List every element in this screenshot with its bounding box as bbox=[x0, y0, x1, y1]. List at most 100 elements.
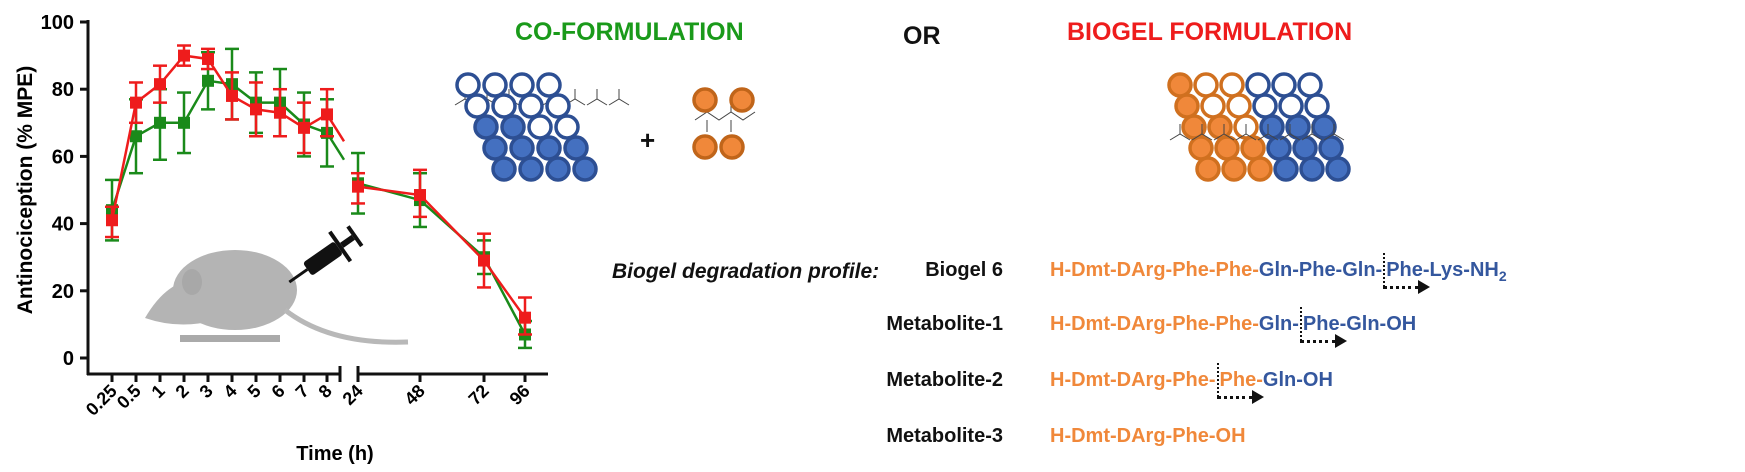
drug-unit bbox=[729, 87, 755, 113]
series-biogel bbox=[105, 44, 532, 336]
drug-unit bbox=[1221, 156, 1247, 182]
filled-monomer bbox=[509, 135, 535, 161]
row-label: Metabolite-2 bbox=[886, 369, 1003, 391]
filled-monomer bbox=[518, 156, 544, 182]
gel-unit bbox=[1252, 93, 1278, 119]
peptide-sequence: H-Dmt-DArg-Phe-Phe-Gln-OH bbox=[1050, 362, 1333, 404]
empty-monomer bbox=[509, 72, 535, 98]
data-point bbox=[352, 180, 364, 193]
y-tick-label: 0 bbox=[63, 348, 74, 370]
gel-unit bbox=[1266, 135, 1292, 161]
sequence-segment: H-Dmt-DArg-Phe-Phe- bbox=[1050, 313, 1259, 335]
gel-unit bbox=[1245, 72, 1271, 98]
linker-bond bbox=[1235, 124, 1257, 141]
data-point bbox=[154, 116, 166, 129]
empty-monomer bbox=[536, 72, 562, 98]
drug-unit bbox=[1240, 135, 1266, 161]
peptide-sequence: H-Dmt-DArg-Phe-OH bbox=[1050, 425, 1246, 448]
mouse-tail bbox=[283, 308, 409, 345]
x-axis-title: Time (h) bbox=[296, 443, 373, 465]
drug-unit bbox=[1207, 114, 1233, 140]
syringe-barrel bbox=[303, 242, 342, 275]
sequence-segment: Gln-OH bbox=[1262, 369, 1333, 391]
peptide-sequence: H-Dmt-DArg-Phe-Phe-Gln-Phe-Gln-OH bbox=[1050, 306, 1417, 348]
peptide-sequence: H-Dmt-DArg-Phe-Phe-Gln-Phe-Gln-Phe-Lys-N… bbox=[1050, 252, 1507, 294]
sequence-segment: Phe-Lys-NH bbox=[1386, 259, 1499, 281]
gel-unit bbox=[1299, 156, 1325, 182]
filled-monomer bbox=[536, 135, 562, 161]
sequence-segment: H-Dmt-DArg-Phe- bbox=[1050, 369, 1216, 391]
degradation-profile-label: Biogel degradation profile: bbox=[612, 260, 880, 283]
empty-monomer bbox=[464, 93, 490, 119]
mouse-illustration bbox=[145, 250, 409, 345]
data-point bbox=[130, 130, 142, 143]
y-tick-label: 80 bbox=[52, 79, 74, 101]
gel-unit bbox=[1292, 135, 1318, 161]
drug-unit bbox=[1214, 135, 1240, 161]
sequence-segment: Phe- bbox=[1219, 369, 1263, 391]
gel-unit bbox=[1271, 72, 1297, 98]
co-formulation-title: CO-FORMULATION bbox=[515, 18, 744, 46]
sequence-segment: H-Dmt-DArg-Phe-Phe- bbox=[1050, 259, 1259, 281]
mouse-ear bbox=[182, 269, 202, 295]
filled-monomer bbox=[563, 135, 589, 161]
linker-bond bbox=[1257, 124, 1279, 141]
linker-bond bbox=[1279, 124, 1301, 141]
data-point bbox=[154, 78, 166, 91]
data-point bbox=[178, 49, 190, 62]
empty-monomer bbox=[455, 72, 481, 98]
data-point bbox=[274, 106, 286, 119]
gel-unit bbox=[1297, 72, 1323, 98]
data-point bbox=[202, 52, 214, 65]
gel-unit bbox=[1259, 114, 1285, 140]
drug-unit bbox=[1167, 72, 1193, 98]
linker-bond bbox=[1301, 124, 1323, 141]
co-formulation-cluster bbox=[454, 72, 630, 182]
row-label: Biogel 6 bbox=[925, 259, 1003, 281]
y-tick-label: 20 bbox=[52, 281, 74, 303]
data-point bbox=[178, 116, 190, 129]
linker-bond bbox=[586, 89, 608, 106]
drug-unit bbox=[1226, 93, 1252, 119]
empty-monomer bbox=[527, 114, 553, 140]
filled-monomer bbox=[500, 114, 526, 140]
gel-unit bbox=[1325, 156, 1351, 182]
drug-unit bbox=[1193, 72, 1219, 98]
drug-unit bbox=[692, 134, 718, 160]
gel-unit bbox=[1278, 93, 1304, 119]
y-tick-label: 100 bbox=[41, 12, 74, 34]
linker-bond bbox=[1191, 124, 1213, 141]
gel-unit bbox=[1304, 93, 1330, 119]
or-label: OR bbox=[903, 22, 941, 50]
data-point bbox=[414, 189, 426, 202]
series-line bbox=[357, 185, 527, 319]
gel-unit bbox=[1273, 156, 1299, 182]
drug-unit bbox=[1247, 156, 1273, 182]
cleavage-arrow-icon bbox=[1216, 362, 1264, 404]
filled-monomer bbox=[545, 156, 571, 182]
data-point bbox=[250, 103, 262, 116]
y-tick-label: 40 bbox=[52, 214, 74, 236]
empty-monomer bbox=[491, 93, 517, 119]
linker-bond bbox=[1213, 124, 1235, 141]
sequence-segment: Gln-Phe-Gln- bbox=[1258, 259, 1383, 281]
sequence-segment: Phe-Gln-OH bbox=[1302, 313, 1417, 335]
data-point bbox=[202, 74, 214, 87]
sequence-segment: Gln- bbox=[1258, 313, 1299, 335]
y-tick-label: 60 bbox=[52, 146, 74, 168]
free-drug-molecule bbox=[692, 87, 756, 160]
data-point bbox=[519, 311, 531, 324]
gel-unit bbox=[1311, 114, 1337, 140]
data-point bbox=[106, 214, 118, 227]
drug-unit bbox=[1195, 156, 1221, 182]
filled-monomer bbox=[473, 114, 499, 140]
data-point bbox=[298, 121, 310, 134]
sequence-segment: 2 bbox=[1498, 268, 1507, 284]
data-point bbox=[321, 108, 333, 121]
cleavage-arrow-icon bbox=[1382, 252, 1431, 294]
sequence-segment: H-Dmt-DArg-Phe-OH bbox=[1050, 425, 1246, 447]
row-label: Metabolite-3 bbox=[886, 425, 1003, 447]
empty-monomer bbox=[482, 72, 508, 98]
